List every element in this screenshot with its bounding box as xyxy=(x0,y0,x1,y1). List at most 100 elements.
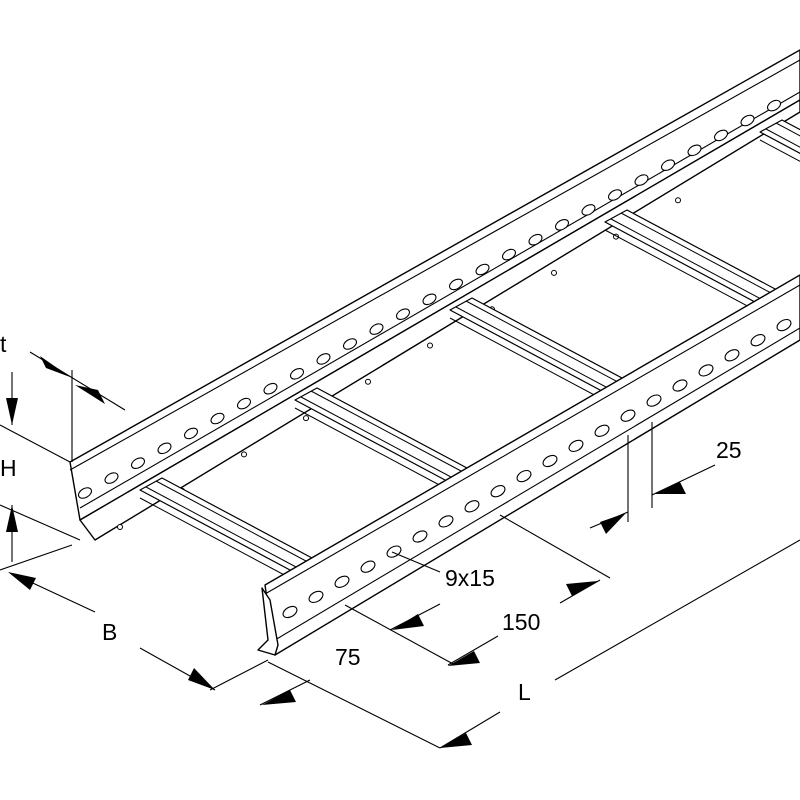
front-rail-slot xyxy=(438,515,454,528)
length-label: L xyxy=(518,679,531,705)
thickness-arrow-left xyxy=(40,356,70,377)
rung-edge xyxy=(145,486,312,576)
rung xyxy=(294,387,483,497)
back-rail-slot xyxy=(210,412,225,425)
front-rail-slot xyxy=(412,530,428,543)
rung-edge xyxy=(155,480,322,570)
front-rail-slot xyxy=(282,605,298,619)
back-rail-slot xyxy=(263,382,278,395)
back-rail-slot xyxy=(289,368,305,380)
back-rail-slot xyxy=(740,114,755,127)
back-rail-hole xyxy=(117,524,123,530)
front-rail-slot xyxy=(724,349,740,362)
slot-pitch-dimension: 150 xyxy=(344,514,611,666)
rung-edge xyxy=(610,218,777,308)
back-rail-slots xyxy=(77,99,782,530)
front-rail-slot xyxy=(568,439,584,453)
front-rail-slot xyxy=(464,500,480,513)
slot-spacing-arrow-right xyxy=(654,482,686,494)
back-rail-hole xyxy=(675,197,681,204)
slot-pitch-label: 150 xyxy=(502,609,540,635)
height-arrow-bottom xyxy=(6,505,18,532)
back-rail-slot xyxy=(236,397,252,410)
back-rail-slot xyxy=(316,353,331,365)
back-rail-slot xyxy=(475,263,490,276)
rung-body xyxy=(759,119,800,155)
front-side-rail xyxy=(257,274,800,656)
width-arrow-right xyxy=(188,668,215,690)
width-arrow-left xyxy=(8,572,36,590)
back-rail-slot xyxy=(766,99,782,112)
slot-spacing-arrow-left xyxy=(600,513,626,534)
rung-edge xyxy=(139,497,306,587)
rung-body xyxy=(449,297,638,399)
back-side-rail xyxy=(69,49,800,541)
front-rail-slot xyxy=(750,334,766,347)
back-rail-slot xyxy=(422,293,437,306)
back-rail-slot xyxy=(528,233,543,246)
rung-edge xyxy=(300,396,467,486)
back-rail-hole xyxy=(365,378,371,385)
front-rail-slot xyxy=(360,560,376,573)
back-rail-slot xyxy=(448,278,464,291)
slot-size-label: 9x15 xyxy=(445,565,495,591)
front-rail-slot xyxy=(672,379,688,392)
back-rail-slot xyxy=(77,487,93,499)
slot-spacing-label: 25 xyxy=(716,437,742,463)
back-rail-slot xyxy=(607,189,623,201)
back-rail-slot xyxy=(687,144,702,157)
front-rail-slot xyxy=(490,485,506,498)
width-dimension: B xyxy=(0,544,269,691)
slot-offset-arrow xyxy=(448,651,480,666)
rung-edge xyxy=(449,317,616,407)
width-label: B xyxy=(102,619,117,645)
back-rail-slot xyxy=(369,323,384,335)
front-rail-slot xyxy=(308,590,324,604)
rung-edge xyxy=(310,390,477,480)
rung-body xyxy=(139,477,328,579)
back-rail-slot xyxy=(183,427,199,440)
front-rail-slot xyxy=(594,424,610,437)
front-rail-slot xyxy=(542,454,558,468)
front-rail-slot xyxy=(516,469,532,483)
length-dimension: L xyxy=(259,539,800,749)
back-rail-hole xyxy=(303,415,309,422)
back-rail-slot xyxy=(501,248,517,261)
back-rail-hole xyxy=(427,342,433,349)
back-rail-slot xyxy=(342,338,358,350)
slot-offset-label: 75 xyxy=(335,644,361,670)
back-rail-slot xyxy=(581,204,596,216)
height-arrow-top xyxy=(6,398,18,425)
back-rail-slot xyxy=(713,129,729,142)
slot-size-dimension: 9x15 xyxy=(391,551,495,591)
rung-edge xyxy=(455,306,622,396)
back-rail-slot xyxy=(104,472,119,484)
rung-body xyxy=(294,387,483,489)
rungs xyxy=(139,119,800,587)
front-rail-slot xyxy=(776,318,792,332)
rung-edge xyxy=(465,300,632,390)
thickness-label: t xyxy=(0,331,7,357)
rung-edge xyxy=(294,407,461,497)
slot-pitch-arrow-right xyxy=(566,581,598,596)
rung-edge xyxy=(765,128,800,148)
front-rail-slots xyxy=(282,318,792,619)
back-rail-hole xyxy=(551,269,557,276)
length-arrow-right xyxy=(440,733,472,748)
back-rail-slot xyxy=(660,159,676,171)
length-arrow-left xyxy=(262,690,296,705)
back-rail-slot xyxy=(554,219,570,231)
back-rail-hole xyxy=(241,451,247,458)
thickness-arrow-right xyxy=(75,385,105,404)
rung-edge xyxy=(620,212,787,302)
rung xyxy=(139,477,328,587)
thickness-dimension: t xyxy=(0,331,126,462)
rung-edge xyxy=(759,139,800,162)
front-rail-slot xyxy=(620,409,636,422)
front-rail-slot xyxy=(646,394,662,407)
rung-body xyxy=(604,209,793,311)
slot-offset-dimension: 75 xyxy=(335,635,499,670)
back-rail-slot xyxy=(157,442,172,455)
back-rail-slot xyxy=(130,457,146,469)
